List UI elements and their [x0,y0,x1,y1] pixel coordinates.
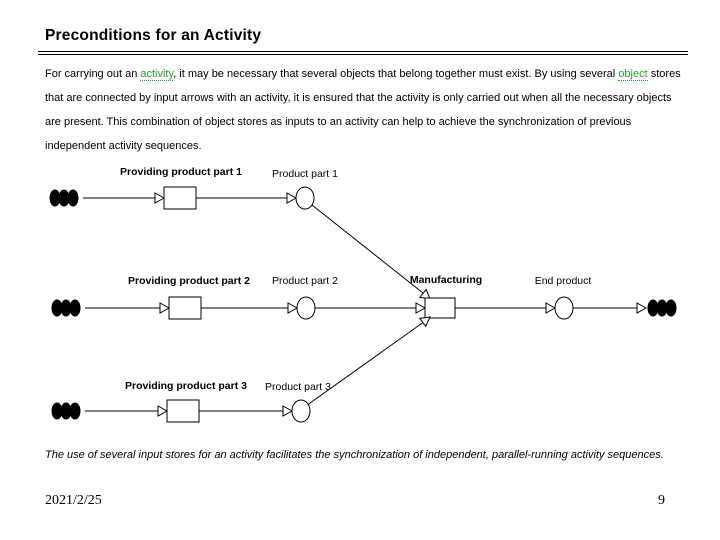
paragraph-text: stores that are connected by input arrow… [45,68,681,152]
store-label: Product part 3 [265,381,331,393]
store-label: Product part 1 [272,168,338,180]
page-title: Preconditions for an Activity [45,27,262,44]
open-arrowhead-icon [545,302,557,314]
diagonal-flow-arrow [311,204,424,294]
manufacturing-label: Manufacturing [410,274,482,286]
open-arrowhead-icon [418,316,431,328]
glossary-link-activity[interactable]: activity [140,68,174,81]
row-product-part-3: Providing product part 3 Product part 3 [51,316,431,423]
row-product-part-1: Providing product part 1 Product part 1 [49,166,431,300]
object-store-circle-part-1 [295,186,315,210]
glossary-link-object[interactable]: object [618,68,648,81]
activity-box-providing-3 [166,399,200,423]
open-arrowhead-icon [282,405,294,417]
open-arrowhead-icon [415,302,427,314]
object-store-circle-part-3 [291,399,311,423]
end-product-label: End product [535,275,592,287]
open-arrowhead-icon [154,192,166,204]
diagonal-flow-arrow [307,322,424,405]
store-label: Product part 2 [272,275,338,287]
open-arrowhead-icon [636,302,648,314]
activity-label: Providing product part 1 [120,166,242,178]
footer-date: 2021/2/25 [45,493,102,508]
paragraph-text: For carrying out an [45,68,141,80]
sink-ellipsis-icon [647,299,677,317]
object-store-circle-part-2 [296,296,316,320]
open-arrowhead-icon [157,405,169,417]
object-store-circle-end-product [554,296,574,320]
summary-caption: The use of several input stores for an a… [45,449,664,461]
source-ellipsis-icon [51,402,81,420]
activity-box-providing-1 [163,186,197,210]
source-ellipsis-icon [51,299,81,317]
manufacturing-section: Manufacturing End product [410,274,677,320]
activity-label: Providing product part 3 [125,380,247,392]
activity-label: Providing product part 2 [128,275,250,287]
open-arrowhead-icon [287,302,299,314]
activity-box-providing-2 [168,296,202,320]
footer-page-number: 9 [658,493,665,508]
title-underline [38,51,688,55]
open-arrowhead-icon [159,302,171,314]
open-arrowhead-icon [286,192,298,204]
source-ellipsis-icon [49,189,79,207]
paragraph-text: , it may be necessary that several objec… [173,68,619,80]
row-product-part-2: Providing product part 2 Product part 2 [51,275,427,320]
activity-box-manufacturing [424,297,456,319]
body-paragraph: For carrying out an activity, it may be … [45,62,687,158]
